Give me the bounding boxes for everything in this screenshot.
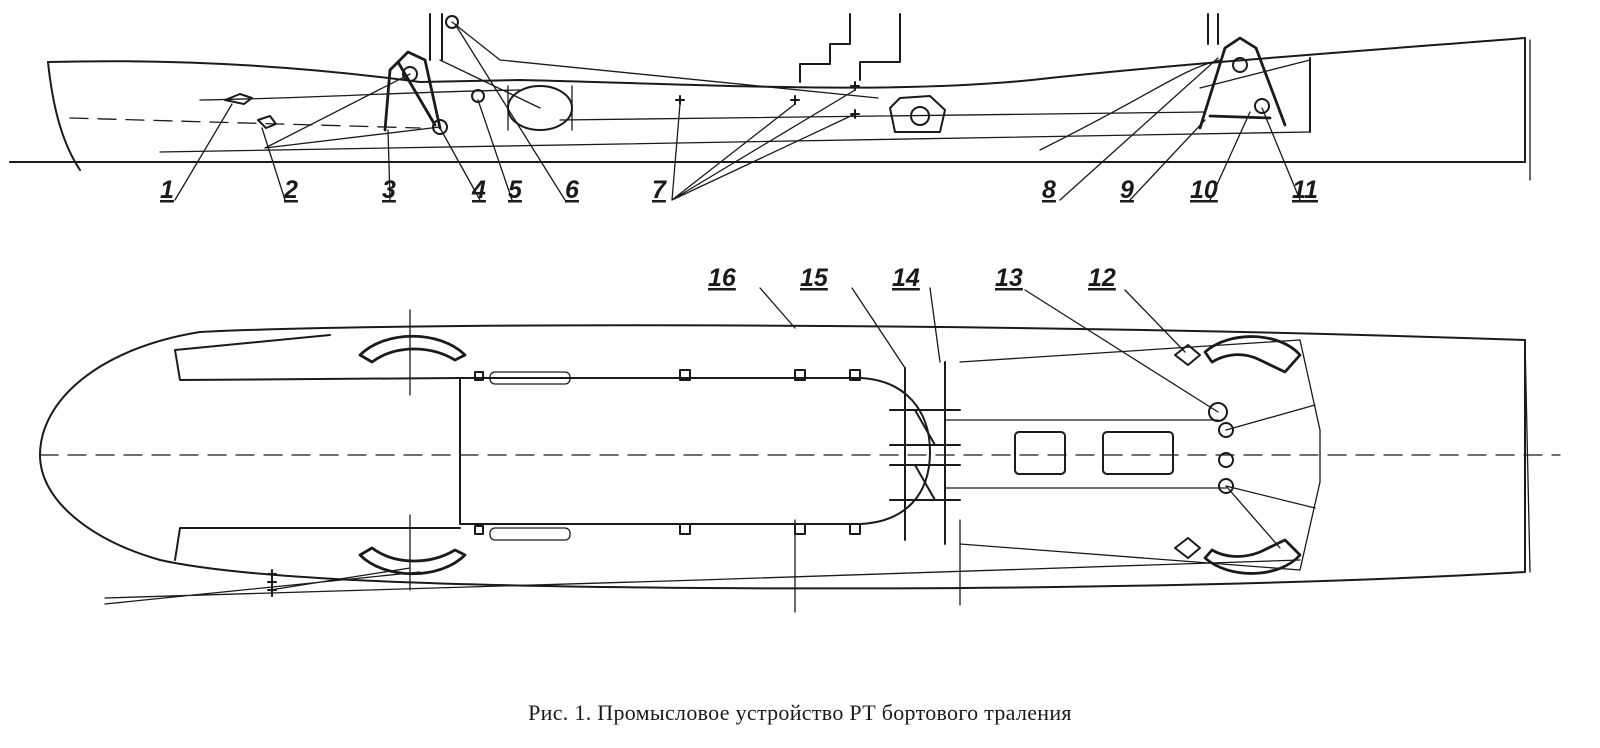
side-label-2: 2 <box>283 176 298 204</box>
plan-block-13c <box>1218 452 1234 468</box>
side-label-6: 6 <box>565 176 580 204</box>
plan-label-16: 16 <box>708 264 737 292</box>
side-label-9: 9 <box>1120 176 1134 204</box>
side-label-5: 5 <box>508 176 523 204</box>
side-label-8: 8 <box>1042 176 1056 204</box>
side-sheer-line <box>47 37 1526 89</box>
side-capstan <box>889 95 946 133</box>
plan-label-14: 14 <box>892 264 920 292</box>
side-superstructure <box>799 13 901 83</box>
plan-label-15: 15 <box>800 264 829 292</box>
plan-label-12: 12 <box>1088 264 1116 292</box>
plan-block-13b <box>1218 422 1234 438</box>
side-roller-fore <box>432 119 448 135</box>
side-label-1: 1 <box>160 176 174 204</box>
plan-hatch-coaming <box>459 377 931 525</box>
side-gallows-aft <box>1198 36 1287 130</box>
plan-anchor-chain <box>267 569 277 597</box>
side-block-mast <box>445 15 459 29</box>
plan-fore-hatch-2 <box>489 527 571 541</box>
side-warp-lines <box>264 21 1221 151</box>
side-label-11: 11 <box>1292 176 1318 204</box>
plan-view: 16 15 14 13 12 <box>39 264 1561 613</box>
figure-caption: Рис. 1. Промысловое устройство РТ бортов… <box>528 700 1072 725</box>
side-center-dash <box>69 117 421 129</box>
plan-fore-hatch <box>489 371 571 385</box>
plan-section-lines <box>409 309 1531 613</box>
plan-bitts <box>474 369 861 535</box>
side-bulwark <box>199 59 1311 101</box>
side-block-fore <box>402 66 418 82</box>
plan-aft-deck <box>959 339 1321 571</box>
plan-warp-lines <box>104 404 1316 605</box>
plan-block-13d <box>1218 478 1234 494</box>
plan-winch <box>889 361 961 545</box>
side-gallows-fore <box>383 50 442 132</box>
side-block-aft <box>1232 57 1248 73</box>
side-stern <box>1309 37 1526 163</box>
side-fitting-1 <box>224 93 253 105</box>
plan-block-13a <box>1208 402 1228 422</box>
side-view: 1 2 3 4 5 6 7 8 9 10 11 <box>9 13 1531 204</box>
plan-inner-deck <box>174 334 461 561</box>
plan-leader-lines <box>759 287 1219 413</box>
side-label-3: 3 <box>382 176 396 204</box>
side-roller-aft <box>1254 98 1270 114</box>
plan-hatch-1 <box>1014 431 1066 475</box>
side-bow <box>47 61 81 171</box>
side-fitting-2 <box>257 115 277 129</box>
plan-gallows-fore-top <box>358 334 467 364</box>
side-label-4: 4 <box>471 176 486 204</box>
plan-hatch-2 <box>1102 431 1174 475</box>
plan-label-13: 13 <box>995 264 1023 292</box>
plan-gallows-aft-top <box>1203 335 1302 374</box>
plan-gallows-fore-bottom <box>358 546 467 576</box>
side-leader-lines <box>174 23 1301 201</box>
plan-hull-outline <box>39 324 1526 590</box>
plan-gallows-aft-bottom <box>1203 538 1302 575</box>
side-label-7: 7 <box>652 176 667 204</box>
plan-fairlead-12 <box>1174 344 1201 559</box>
side-mast-fore <box>429 13 443 61</box>
side-label-10: 10 <box>1190 176 1218 204</box>
side-deck-line <box>159 131 1311 153</box>
side-mast-aft <box>1207 13 1219 45</box>
